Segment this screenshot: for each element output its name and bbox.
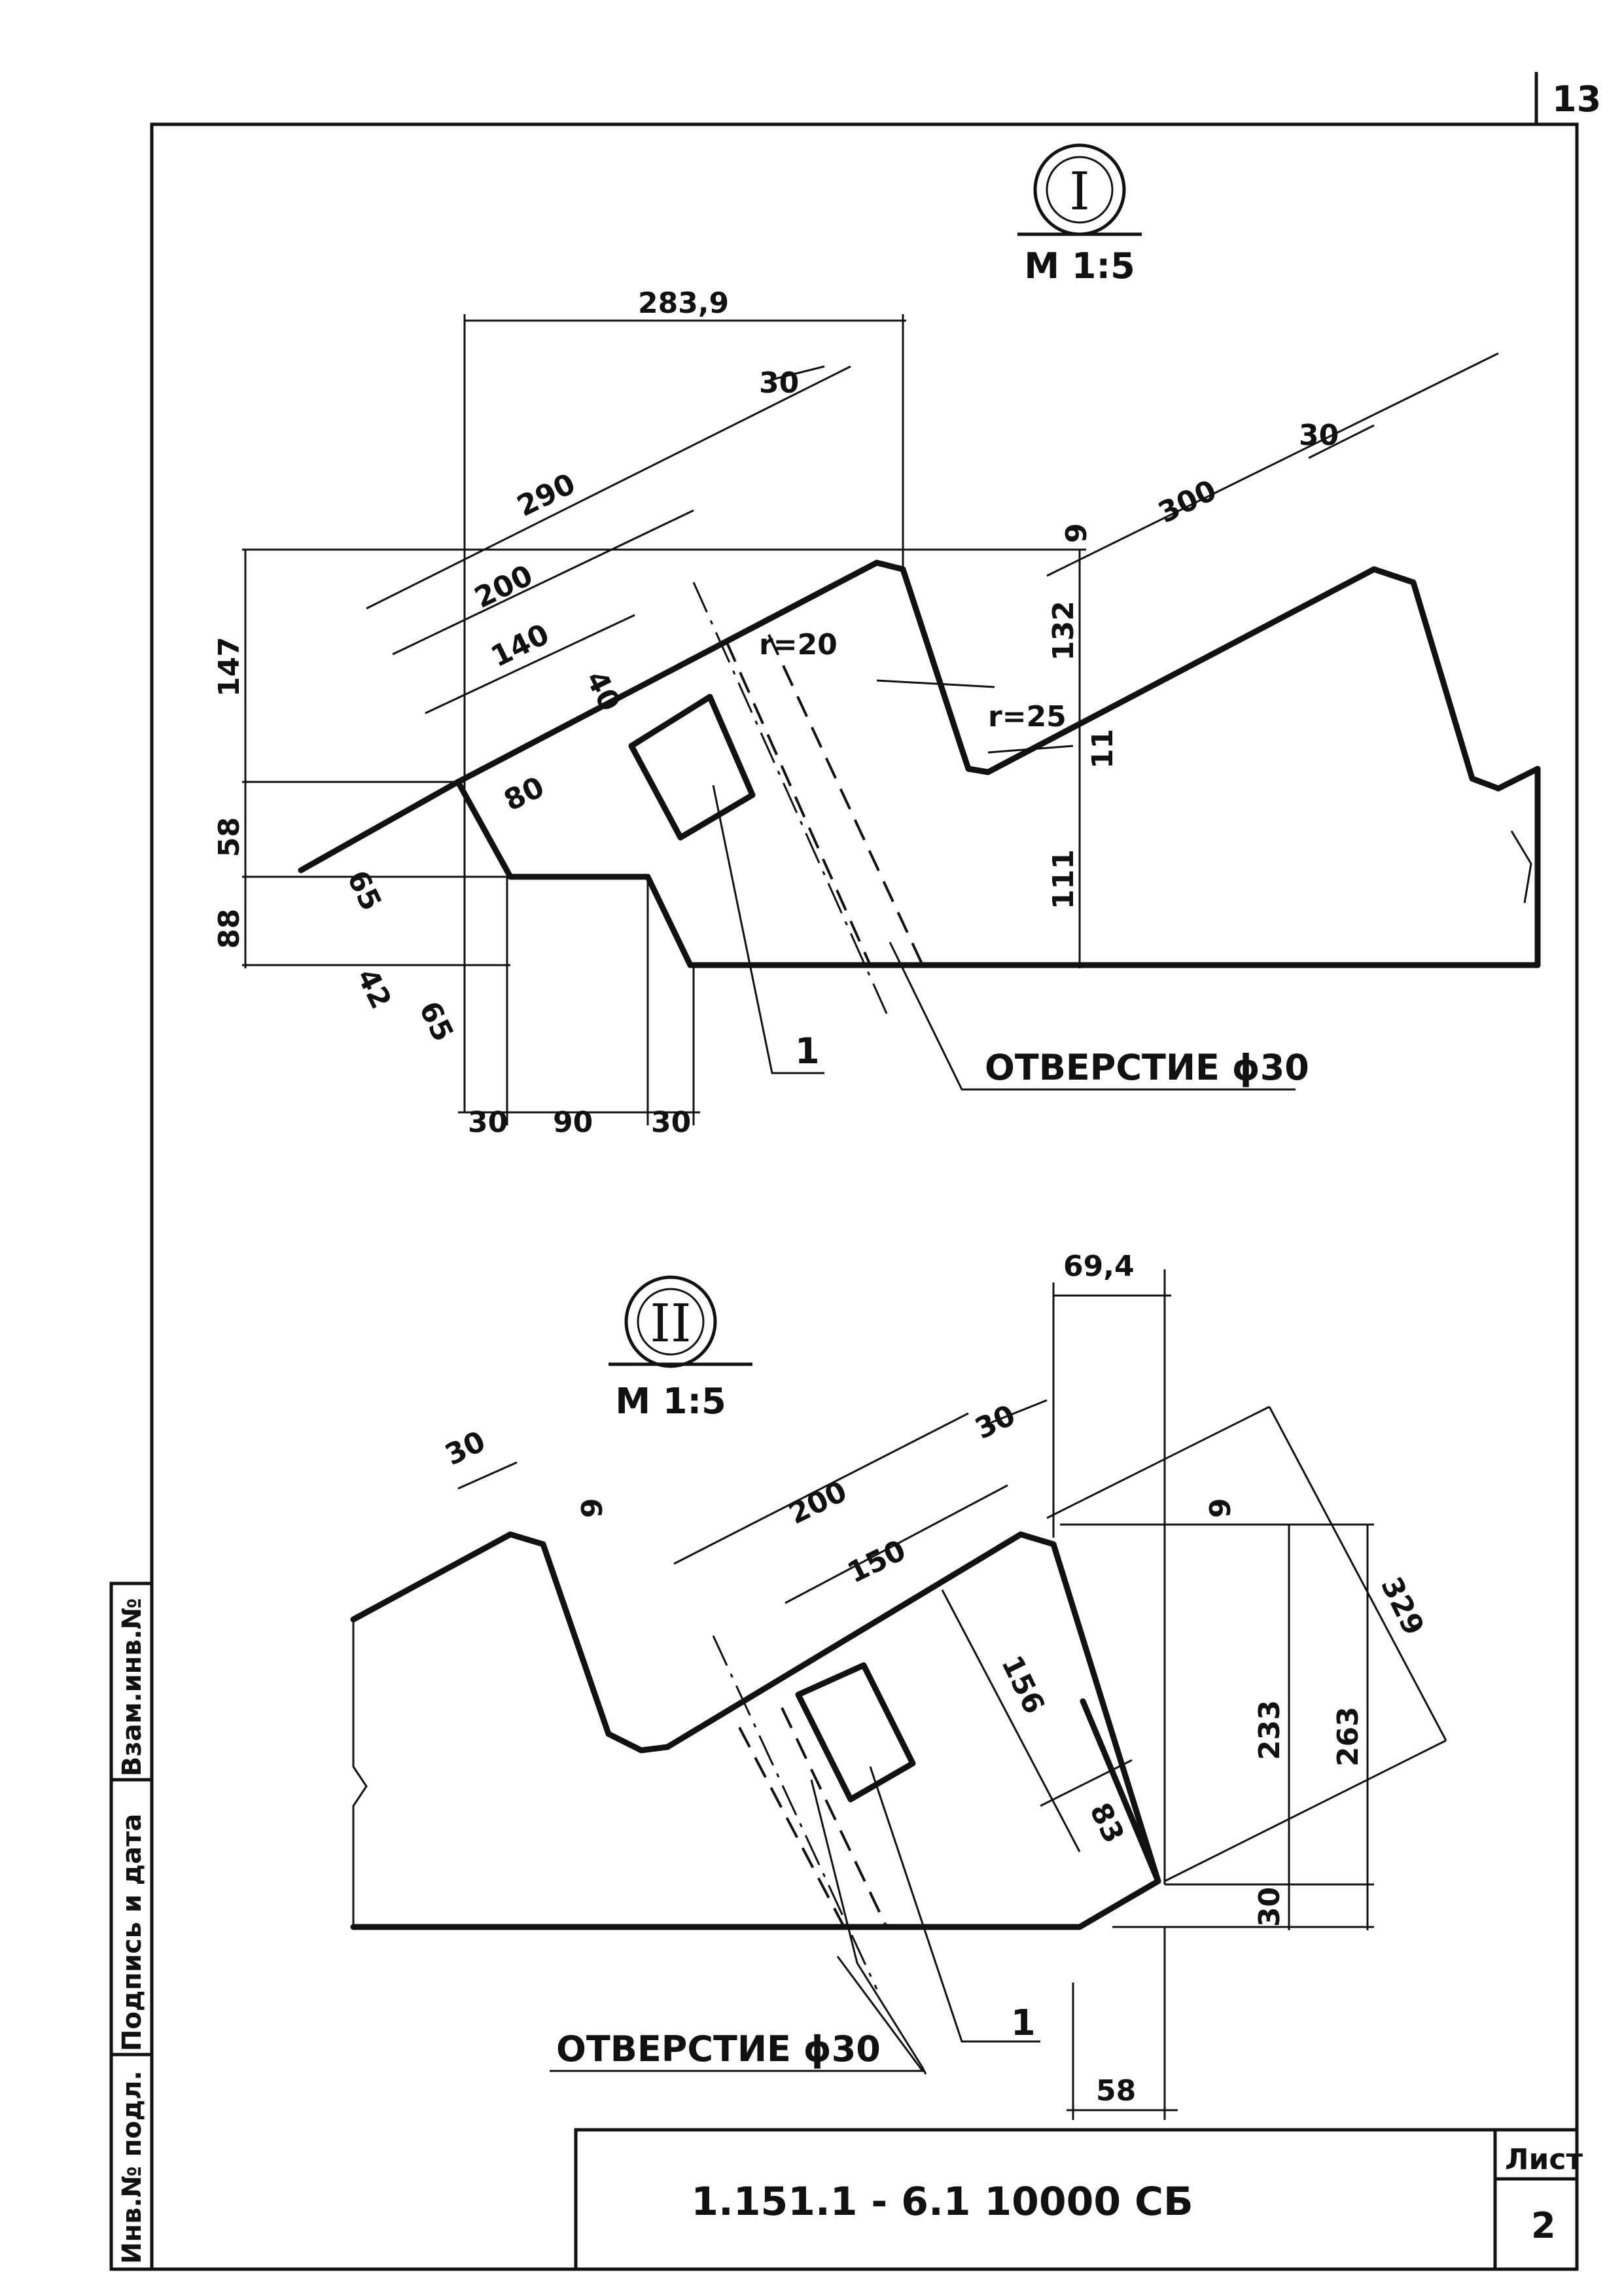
dim-30-top-a: 30: [759, 366, 799, 400]
sheet-label: Лист: [1505, 2143, 1583, 2176]
view-1-base: [455, 779, 1541, 968]
dim-30-bottom-b: 30: [651, 1106, 691, 1139]
view-2-roman: II: [650, 1293, 691, 1354]
document-designation: 1.151.1 - 6.1 10000 СБ: [691, 2179, 1193, 2225]
stamp-replacement-inventory: Взам.инв.№: [117, 1598, 147, 1776]
dim-147: 147: [213, 637, 246, 697]
dim-233: 233: [1253, 1700, 1286, 1760]
dim-r25: r=25: [988, 700, 1067, 733]
page-number: 13: [1552, 79, 1601, 120]
side-stamp: Взам.инв.№ Подпись и дата Инв.№ подл.: [109, 1581, 154, 2271]
view-2-inner-edge: [1080, 1698, 1161, 1884]
view-2-plate: [795, 1662, 916, 1803]
dim-9-right: 9: [1204, 1498, 1237, 1518]
view-1-hole-line-a: [725, 641, 872, 966]
view-1-part-label: 1: [795, 1031, 820, 1072]
dim-290: 290: [512, 467, 580, 523]
view-2-hole-leader: [550, 1956, 925, 2072]
dim-132: 132: [1047, 601, 1080, 661]
dim-329: 329: [1374, 1572, 1430, 1640]
dim-80: 80: [499, 770, 549, 818]
dim-90: 90: [553, 1106, 593, 1139]
dim-65-b: 65: [412, 996, 460, 1046]
dim-140: 140: [485, 618, 554, 674]
dim-58-v2: 58: [1096, 2074, 1136, 2108]
dim-30-top-b: 30: [1299, 419, 1339, 452]
view-1-part-leader: [712, 785, 824, 1074]
title-block: 1.151.1 - 6.1 10000 СБ Лист 2: [574, 2128, 1583, 2269]
view-1-marker-inner: [1046, 156, 1114, 224]
view-2-hole-label: ОТВЕРСТИЕ ϕ30: [556, 2028, 881, 2070]
dim-9: 9: [1060, 523, 1093, 543]
dim-156: 156: [995, 1650, 1051, 1719]
dim-200-v2: 200: [783, 1475, 852, 1531]
view-2-part-leader: [869, 1766, 1040, 2043]
view-1-roman: I: [1069, 161, 1090, 222]
dim-30-left: 30: [440, 1424, 490, 1472]
view-2-part-leader-a: [810, 1779, 927, 2075]
view-2: II М 1:5 ОТВЕРСТИЕ ϕ30 1: [350, 1250, 1447, 2120]
view-1-hole-line-b: [768, 634, 924, 966]
dim-30-bottom-a: 30: [468, 1106, 508, 1139]
view-1-scale: М 1:5: [1024, 245, 1135, 287]
dim-263: 263: [1332, 1706, 1365, 1767]
view-2-profile: [350, 1531, 1161, 1930]
view-2-marker-outer: [624, 1275, 717, 1368]
dim-58: 58: [213, 817, 246, 857]
dim-283-9: 283,9: [638, 287, 729, 320]
dim-11: 11: [1086, 729, 1120, 769]
view-1-plate: [628, 694, 756, 841]
view-2-hole-line-a: [738, 1727, 845, 1928]
view-1-profile: [298, 559, 1541, 874]
dim-30-bottom: 30: [1253, 1887, 1286, 1927]
view-2-scale: М 1:5: [615, 1381, 726, 1422]
view-2-break: [352, 1619, 368, 1927]
stamp-signature-date: Подпись и дата: [117, 1814, 147, 2051]
dim-9-left: 9: [576, 1498, 609, 1518]
sheet-frame: [150, 122, 1579, 2271]
view-1-break: [1510, 830, 1532, 904]
view-1: I М 1:5: [213, 143, 1541, 1139]
dim-200: 200: [469, 559, 538, 615]
dim-65-a: 65: [340, 865, 388, 915]
dim-42: 42: [350, 963, 398, 1014]
dim-30-right: 30: [970, 1398, 1020, 1446]
view-2-part-label: 1: [1011, 2002, 1036, 2043]
dim-69-4: 69,4: [1063, 1250, 1135, 1283]
dim-300: 300: [1153, 474, 1222, 530]
sheet-number: 2: [1531, 2205, 1556, 2246]
dim-88: 88: [213, 909, 246, 949]
dim-r20: r=20: [759, 628, 838, 662]
view-1-hole-leader: [889, 942, 1296, 1091]
dim-111: 111: [1047, 849, 1080, 910]
view-2-axis: [712, 1635, 878, 1990]
dim-40: 40: [579, 665, 627, 716]
view-1-hole-label: ОТВЕРСТИЕ ϕ30: [985, 1047, 1309, 1088]
view-2-marker-inner: [637, 1288, 705, 1356]
stamp-original-inventory: Инв.№ подл.: [117, 2070, 147, 2264]
view-2-hole-line-b: [781, 1707, 888, 1928]
view-1-axis: [692, 582, 891, 1021]
